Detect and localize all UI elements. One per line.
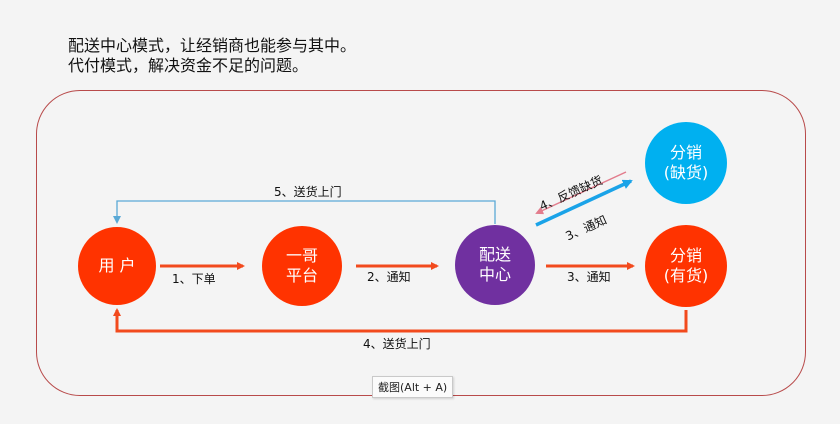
page-header: 配送中心模式，让经销商也能参与其中。 代付模式，解决资金不足的问题。 — [68, 36, 356, 76]
arrow-feedback — [535, 171, 627, 215]
header-line-1: 配送中心模式，让经销商也能参与其中。 — [68, 36, 357, 55]
node-distributor-out-of-stock: 分销 (缺货) — [645, 122, 727, 204]
node-dist-in-line1: 分销 — [669, 246, 702, 265]
node-dist-out-line1: 分销 — [669, 143, 702, 162]
node-user: 用 户 — [78, 227, 156, 305]
arrow-deliver-4 — [113, 308, 688, 333]
node-center-line2: 中心 — [478, 265, 511, 284]
node-platform: 一哥 平台 — [262, 226, 342, 306]
node-distributor-in-stock: 分销 (有货) — [645, 225, 727, 307]
label-notify-3: 3、通知 — [567, 270, 611, 284]
label-notify-2: 2、通知 — [367, 270, 411, 284]
label-deliver-5: 5、送货上门 — [274, 185, 342, 199]
label-order: 1、下单 — [172, 272, 216, 286]
arrow-deliver-5 — [113, 200, 496, 224]
node-platform-line1: 一哥 — [285, 246, 318, 265]
header-line-2: 代付模式，解决资金不足的问题。 — [68, 56, 309, 75]
node-user-label: 用 户 — [98, 256, 136, 275]
node-dist-out-line2: (缺货) — [663, 163, 709, 182]
node-center: 配送 中心 — [455, 225, 535, 305]
node-platform-line2: 平台 — [285, 266, 318, 285]
label-deliver-4: 4、送货上门 — [363, 337, 431, 351]
screenshot-tooltip: 截图(Alt + A) — [372, 376, 454, 398]
arrow-notify-diag — [535, 179, 633, 227]
node-dist-in-line2: (有货) — [663, 266, 709, 285]
node-center-line1: 配送 — [478, 245, 511, 264]
